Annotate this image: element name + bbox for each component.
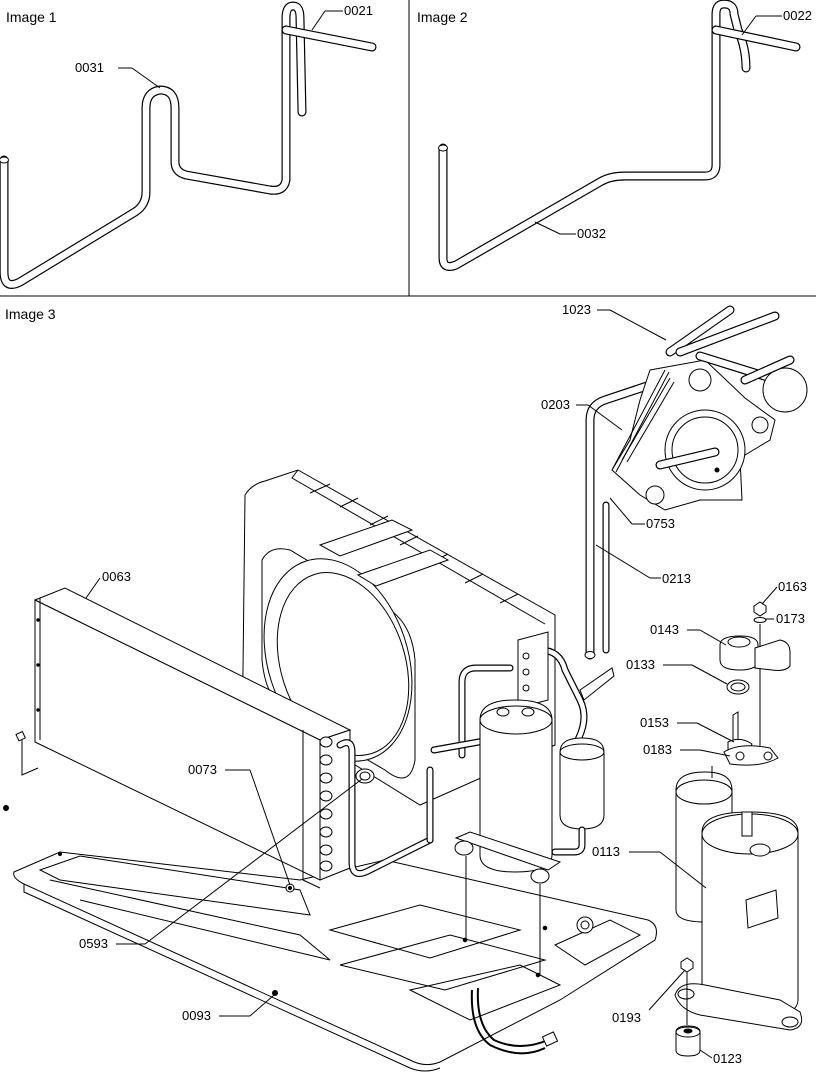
mounting-hardware xyxy=(675,957,701,1057)
callout-0183: 0183 xyxy=(643,742,731,757)
refrigerant-tubing xyxy=(426,631,615,844)
callout-0153: 0153 xyxy=(640,715,735,743)
panel-dividers xyxy=(0,0,816,297)
callout-label-0032: 0032 xyxy=(577,226,606,241)
callout-0203: 0203 xyxy=(541,397,623,431)
coil-bracket xyxy=(15,730,39,776)
callout-label-0031: 0031 xyxy=(75,60,104,75)
exploded-electrical-parts xyxy=(719,601,791,766)
callout-label-0183: 0183 xyxy=(643,742,672,757)
installed-compressor xyxy=(454,699,562,975)
accumulator xyxy=(551,737,605,856)
callout-0073: 0073 xyxy=(188,762,291,886)
base-pan xyxy=(13,851,657,1072)
callout-0021: 0021 xyxy=(311,3,373,31)
callout-label-0193: 0193 xyxy=(612,1010,641,1025)
callout-0022: 0022 xyxy=(741,8,812,36)
callout-0213: 0213 xyxy=(595,544,691,586)
callout-0143: 0143 xyxy=(650,622,727,646)
callout-label-1023: 1023 xyxy=(562,302,591,317)
tube-0031 xyxy=(0,1,307,289)
tube-0021 xyxy=(281,25,377,52)
tube-0032 xyxy=(438,0,751,271)
callout-0193: 0193 xyxy=(612,969,686,1025)
callout-label-0203: 0203 xyxy=(541,397,570,412)
callout-label-0173: 0173 xyxy=(776,611,805,626)
callout-1023: 1023 xyxy=(562,302,667,341)
callout-0093: 0093 xyxy=(182,994,275,1023)
callout-0113: 0113 xyxy=(592,844,707,889)
coil-return-bends xyxy=(319,736,333,872)
callout-0753: 0753 xyxy=(609,497,675,531)
callout-label-0213: 0213 xyxy=(662,571,691,586)
callout-label-0093: 0093 xyxy=(182,1008,211,1023)
callout-0593: 0593 xyxy=(79,778,363,951)
compressor-top-assembly xyxy=(584,305,808,660)
replacement-compressor xyxy=(674,766,803,1031)
callout-label-0753: 0753 xyxy=(646,516,675,531)
callout-label-0022: 0022 xyxy=(783,8,812,23)
coil-hardware xyxy=(3,768,375,996)
callout-label-0021: 0021 xyxy=(344,3,373,18)
panel-title-image-2: Image 2 xyxy=(417,9,468,25)
callout-0133: 0133 xyxy=(626,657,728,685)
callout-0063: 0063 xyxy=(85,569,131,599)
condenser-coil xyxy=(33,587,434,889)
callout-0173: 0173 xyxy=(766,611,805,626)
panel-title-image-3: Image 3 xyxy=(5,306,56,322)
tube-0022 xyxy=(711,25,801,52)
power-cord xyxy=(470,987,559,1055)
callout-label-0593: 0593 xyxy=(79,936,108,951)
callout-label-0143: 0143 xyxy=(650,622,679,637)
callout-label-0123: 0123 xyxy=(713,1051,742,1066)
callout-label-0073: 0073 xyxy=(188,762,217,777)
callout-label-0113: 0113 xyxy=(592,844,620,859)
callout-0032: 0032 xyxy=(534,221,606,241)
callout-0123: 0123 xyxy=(699,1049,742,1066)
callout-0031: 0031 xyxy=(75,60,161,89)
callout-0163: 0163 xyxy=(761,579,807,605)
callout-label-0163: 0163 xyxy=(778,579,807,594)
callout-label-0133: 0133 xyxy=(626,657,655,672)
callout-label-0153: 0153 xyxy=(640,715,669,730)
callout-label-0063: 0063 xyxy=(102,569,131,584)
panel-title-image-1: Image 1 xyxy=(6,9,57,25)
